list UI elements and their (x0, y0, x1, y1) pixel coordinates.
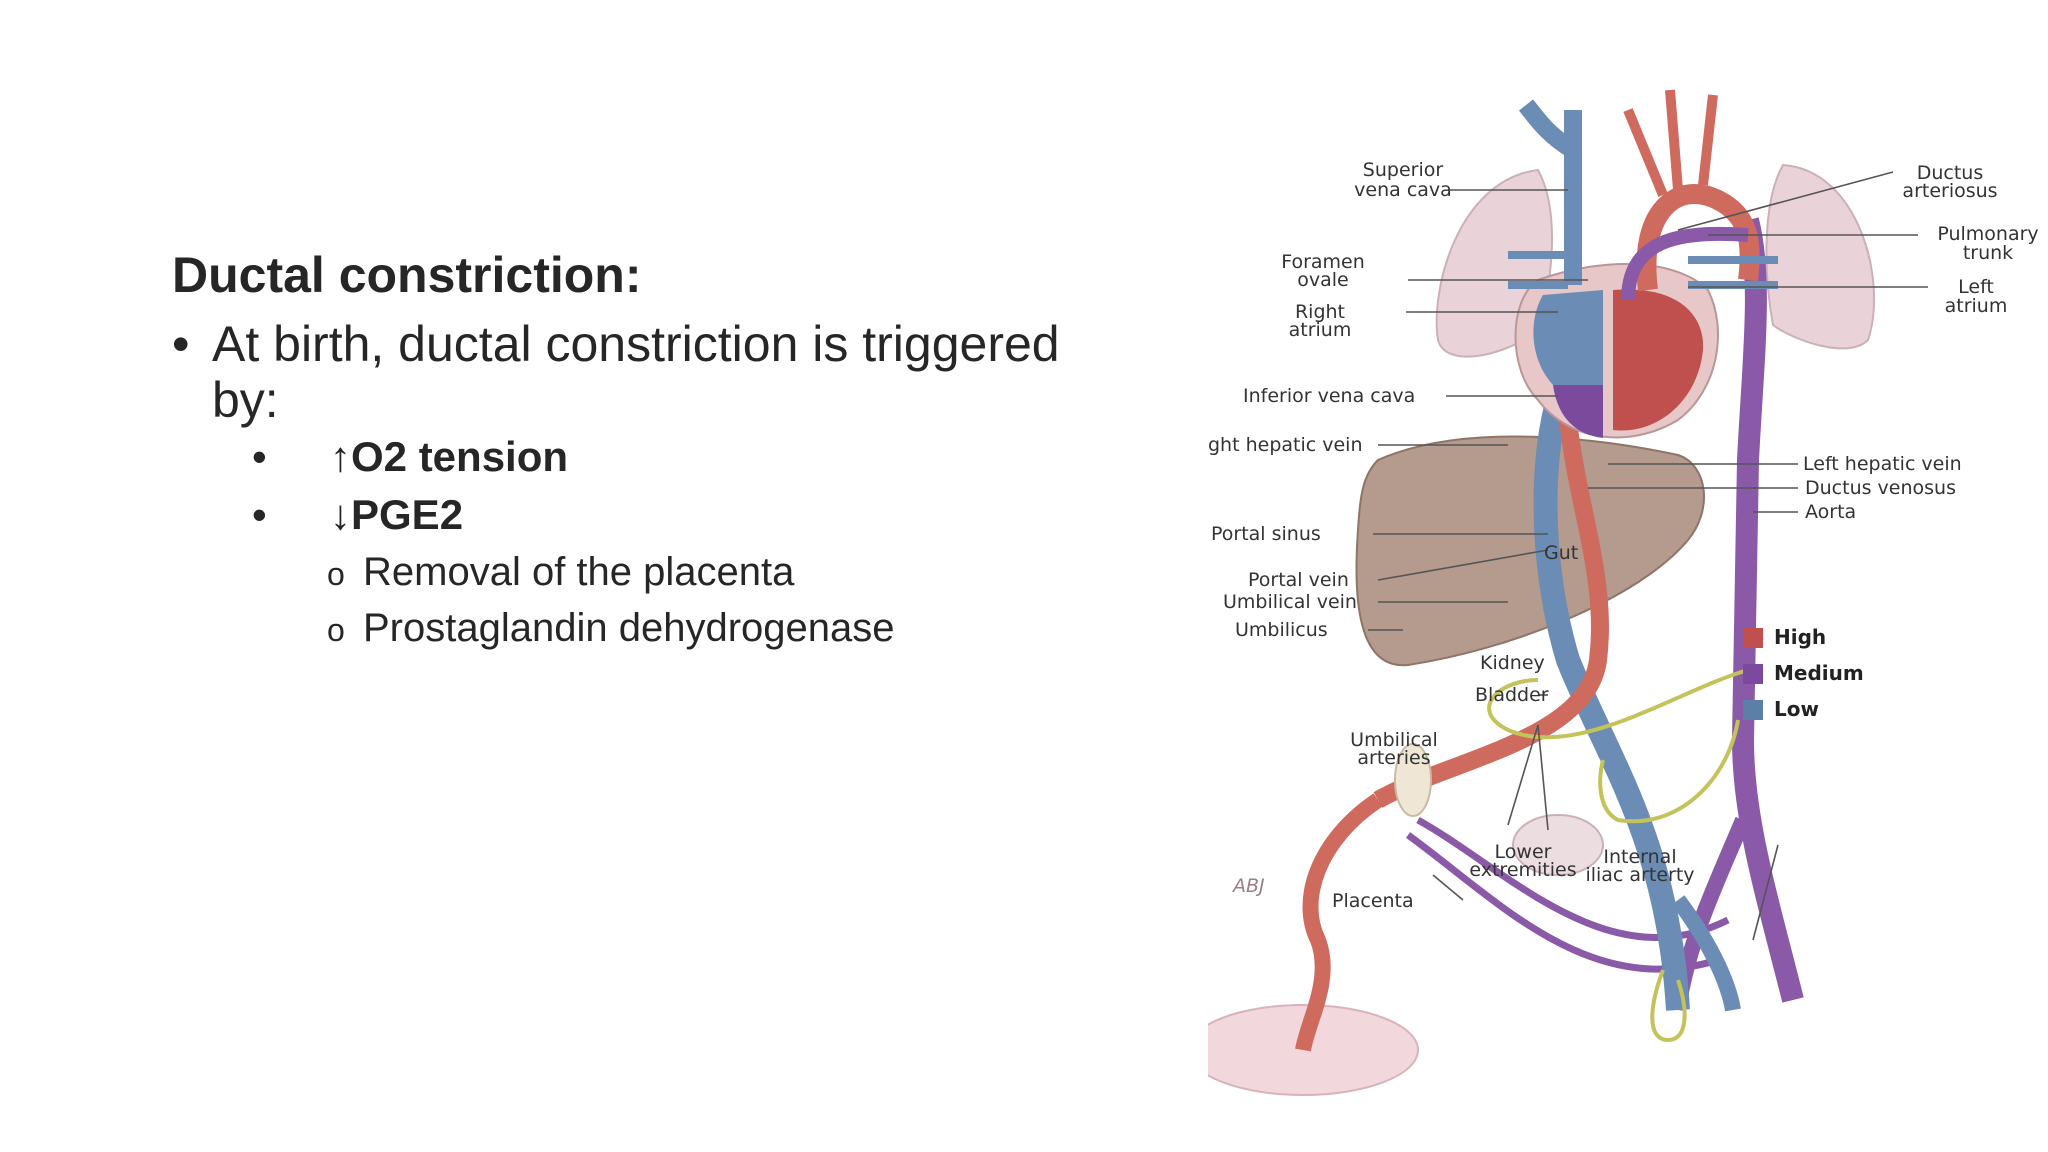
fetal-circulation-svg: Superior vena cava Ductus arteriosus Pul… (1208, 40, 2048, 1152)
subsub-bullet-text: Removal of the placenta (363, 550, 794, 594)
label-superior-vena-cava-2: vena cava (1354, 179, 1452, 201)
label-superior-vena-cava-1: Superior (1363, 159, 1444, 181)
slide-heading: Ductal constriction: (172, 240, 1132, 310)
label-portal-sinus: Portal sinus (1211, 523, 1321, 545)
subsub-bullet-marker: o (327, 602, 345, 658)
label-foramen-ovale-2: ovale (1297, 269, 1348, 291)
label-right-atrium-2: atrium (1289, 319, 1352, 341)
sub-bullet-marker: • (252, 486, 267, 544)
label-gut: Gut (1544, 542, 1578, 564)
carotid-vessels (1628, 90, 1713, 195)
label-left-atrium-2: atrium (1945, 295, 2008, 317)
label-ductus-venosus: Ductus venosus (1805, 477, 1956, 499)
subsub-bullet-text: Prostaglandin dehydrogenase (363, 606, 895, 650)
legend-swatch-low (1743, 700, 1763, 720)
left-lung-shape (1766, 165, 1874, 348)
subsub-bullet-marker: o (327, 546, 345, 602)
label-portal-vein: Portal vein (1248, 569, 1349, 591)
legend-swatch-medium (1743, 664, 1763, 684)
main-bullet: • At birth, ductal constriction is trigg… (172, 316, 1132, 428)
sub-bullet-pge2: • ↓PGE2 (252, 486, 1132, 544)
sub-bullet-marker: • (252, 428, 267, 486)
bullet-marker: • (172, 316, 190, 372)
legend-swatch-high (1743, 628, 1763, 648)
label-bladder: Bladder (1475, 684, 1549, 706)
artist-signature: ABJ (1231, 875, 1265, 897)
legend-label-high: High (1774, 625, 1826, 649)
sub-bullet-text: ↓PGE2 (330, 491, 463, 538)
label-umbilical-vein: Umbilical vein (1223, 591, 1357, 613)
main-bullet-text: At birth, ductal constriction is trigger… (212, 316, 1060, 428)
leader-placenta (1433, 875, 1463, 900)
label-right-hepatic-vein: ght hepatic vein (1208, 434, 1363, 456)
legend-label-medium: Medium (1774, 661, 1864, 685)
sub-bullet-o2: • ↑O2 tension (252, 428, 1132, 486)
subsub-bullet-prostaglandin: o Prostaglandin dehydrogenase (327, 600, 1132, 656)
label-pulmonary-trunk-2: trunk (1963, 242, 2013, 264)
fetal-circulation-diagram: Superior vena cava Ductus arteriosus Pul… (1208, 40, 2048, 1152)
liver-shape (1356, 437, 1704, 666)
label-left-hepatic-vein: Left hepatic vein (1803, 453, 1962, 475)
label-kidney: Kidney (1480, 652, 1545, 674)
label-lower-extremities-2: extremities (1469, 859, 1576, 881)
legend-label-low: Low (1774, 697, 1819, 721)
label-internal-iliac-2: iliac arterty (1585, 864, 1694, 886)
sub-bullet-text: ↑O2 tension (330, 433, 568, 480)
slide-text: Ductal constriction: • At birth, ductal … (172, 240, 1132, 656)
label-umbilical-arteries-2: arteries (1357, 747, 1430, 769)
label-umbilicus: Umbilicus (1235, 619, 1328, 641)
label-ductus-arteriosus-2: arteriosus (1902, 180, 1997, 202)
label-inferior-vena-cava: Inferior vena cava (1243, 385, 1415, 407)
label-aorta: Aorta (1805, 501, 1856, 523)
right-atrium-chamber (1533, 290, 1603, 385)
label-placenta: Placenta (1332, 890, 1414, 912)
subsub-bullet-placenta: o Removal of the placenta (327, 544, 1132, 600)
